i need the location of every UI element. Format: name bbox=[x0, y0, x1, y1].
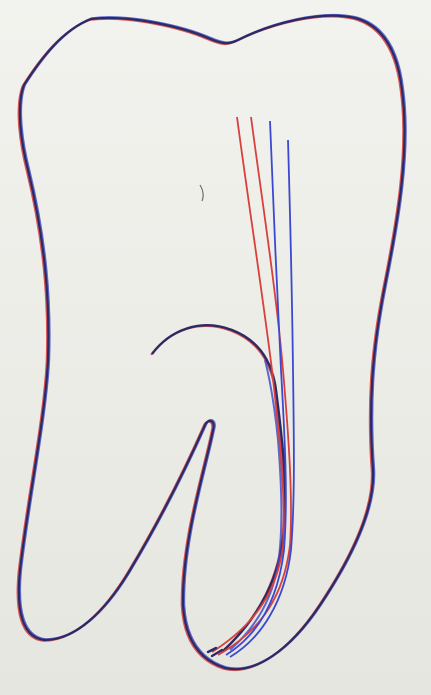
instrument-path-blue-2 bbox=[230, 140, 294, 657]
canal-curve-blue-trace bbox=[230, 360, 281, 650]
tooth-outline-blue-trace bbox=[20, 15, 406, 668]
stray-pen-mark bbox=[200, 185, 203, 201]
canal-curve-red-trace bbox=[151, 326, 284, 653]
tooth-outline-red-trace bbox=[18, 16, 404, 669]
tooth-outline bbox=[19, 16, 405, 669]
